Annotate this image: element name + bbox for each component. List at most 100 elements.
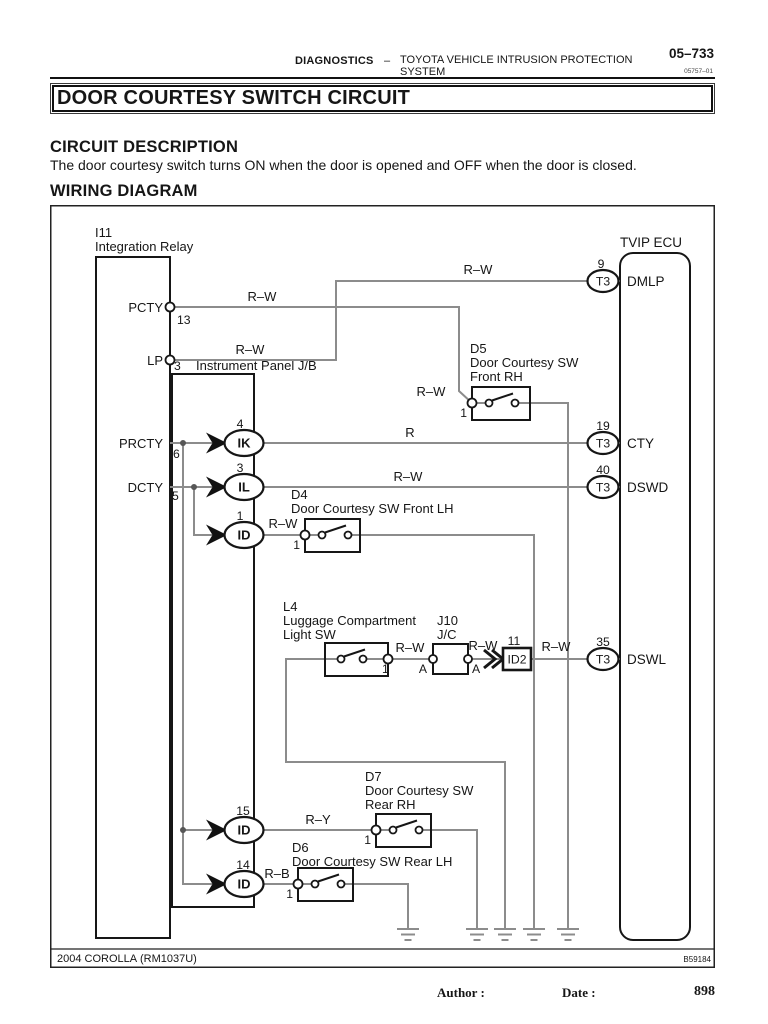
ik-oval bbox=[223, 428, 265, 458]
wire-label-rw: R–W bbox=[269, 516, 299, 531]
lp-pin: 3 bbox=[174, 359, 181, 373]
dcty-label: DCTY bbox=[128, 480, 164, 495]
wire-label-ry: R–Y bbox=[305, 812, 331, 827]
dmlp-pin: 9 bbox=[598, 257, 605, 271]
connector-id2: ID2 11 bbox=[483, 634, 533, 672]
j10-pin-a-right: A bbox=[472, 662, 481, 676]
ik-label: IK bbox=[238, 436, 252, 451]
id-label: ID bbox=[238, 877, 251, 892]
switch-blade bbox=[395, 819, 418, 829]
dswd-label: DSWD bbox=[627, 480, 668, 495]
author-label: Author : bbox=[437, 985, 485, 1000]
ecu-pin-dmlp: T3 9 DMLP bbox=[586, 257, 665, 294]
wire-labels: R–W R–W R–W R R–W R–W R–W R–W bbox=[236, 262, 572, 655]
jb-connector-id1: ID 1 bbox=[206, 509, 265, 550]
wire-label-rw: R–W bbox=[394, 469, 424, 484]
integration-relay: I11 Integration Relay bbox=[95, 225, 194, 939]
switch-blade bbox=[317, 873, 340, 883]
circuit-description-heading: CIRCUIT DESCRIPTION bbox=[50, 138, 239, 156]
t3-oval bbox=[586, 430, 620, 456]
id-oval bbox=[223, 869, 265, 899]
switch-contact bbox=[336, 879, 346, 889]
ik-pin: 4 bbox=[237, 417, 244, 431]
tvip-ecu-label: TVIP ECU bbox=[620, 235, 682, 250]
wire-label-rw: R–W bbox=[417, 384, 447, 399]
ground-icon bbox=[494, 928, 516, 941]
d4-pin: 1 bbox=[293, 538, 300, 552]
l4-pin: 1 bbox=[382, 662, 389, 676]
id-label: ID bbox=[238, 528, 251, 543]
dswl-label: DSWL bbox=[627, 652, 666, 667]
page-title-box: DOOR COURTESY SWITCH CIRCUIT bbox=[50, 83, 715, 114]
id14-pin: 14 bbox=[236, 858, 250, 872]
prcty-pin: 6 bbox=[173, 447, 180, 461]
id-oval bbox=[223, 520, 265, 550]
j10-box bbox=[432, 643, 469, 675]
junction-j10: J10 J/C A A bbox=[419, 613, 481, 676]
cty-label: CTY bbox=[627, 436, 654, 451]
wire-label-r: R bbox=[405, 425, 414, 440]
header-rule bbox=[50, 77, 715, 79]
t3-label: T3 bbox=[596, 437, 610, 451]
d6-pin-circle bbox=[292, 878, 304, 890]
header-system-line1: TOYOTA VEHICLE INTRUSION PROTECTION bbox=[400, 54, 633, 66]
j10-pin-left bbox=[428, 654, 438, 664]
il-pin: 3 bbox=[237, 461, 244, 475]
d5-pin: 1 bbox=[460, 406, 467, 420]
wire-label-rw: R–W bbox=[248, 289, 278, 304]
dmlp-label: DMLP bbox=[627, 274, 665, 289]
header-doc-code: 05757–01 bbox=[684, 68, 713, 75]
d7-name-2: Rear RH bbox=[365, 797, 416, 812]
id-oval bbox=[223, 815, 265, 845]
header-system-title: TOYOTA VEHICLE INTRUSION PROTECTION SYST… bbox=[400, 54, 633, 78]
wire-label-rb: R–B bbox=[264, 866, 289, 881]
relay-terminals: PCTY 13 LP 3 PRCTY 6 DCTY 5 bbox=[119, 300, 191, 503]
d5-pin-circle bbox=[466, 397, 478, 409]
il-oval bbox=[223, 472, 265, 502]
id1-pin: 1 bbox=[237, 509, 244, 523]
d6-id: D6 bbox=[292, 840, 309, 855]
junction-dot bbox=[191, 484, 197, 490]
switch-d6-rear-lh: D6 Door Courtesy SW Rear LH 1 R–B bbox=[264, 840, 452, 902]
header-page-code: 05–733 bbox=[668, 46, 714, 61]
switch-l4-luggage: L4 Luggage Compartment Light SW 1 bbox=[283, 599, 416, 677]
prcty-label: PRCTY bbox=[119, 436, 163, 451]
d7-pin-circle bbox=[370, 824, 382, 836]
d4-id: D4 bbox=[291, 487, 308, 502]
d6-pin: 1 bbox=[286, 887, 293, 901]
switch-contact bbox=[414, 825, 424, 835]
switch-blade bbox=[324, 524, 347, 534]
d7-name-1: Door Courtesy SW bbox=[365, 783, 474, 798]
jb-connector-id14: ID 14 bbox=[206, 858, 265, 899]
jb-connector-il: IL 3 bbox=[206, 461, 265, 502]
tvip-ecu-box bbox=[619, 252, 691, 941]
dswd-pin: 40 bbox=[596, 463, 610, 477]
d7-id: D7 bbox=[365, 769, 382, 784]
l4-name-2: Light SW bbox=[283, 627, 336, 642]
cty-pin: 19 bbox=[596, 419, 610, 433]
id-label: ID bbox=[238, 823, 251, 838]
chevron-icon bbox=[483, 648, 498, 670]
t3-label: T3 bbox=[596, 275, 610, 289]
switch-contact bbox=[388, 825, 398, 835]
switch-contact bbox=[310, 879, 320, 889]
dcty-pin: 5 bbox=[172, 489, 179, 503]
il-label: IL bbox=[238, 480, 250, 495]
wire-lp-to-dmlp bbox=[170, 280, 620, 361]
ecu-pin-dswl: T3 35 DSWL bbox=[586, 635, 666, 672]
j10-pin-a-left: A bbox=[419, 662, 428, 676]
jb-connector-ik: IK 4 bbox=[206, 417, 265, 458]
lp-terminal-circle bbox=[164, 354, 176, 366]
wire-branch-prcty bbox=[182, 443, 315, 885]
tvip-ecu: TVIP ECU bbox=[619, 235, 691, 941]
relay-name-label: Integration Relay bbox=[95, 239, 194, 254]
d6-name: Door Courtesy SW Rear LH bbox=[292, 854, 452, 869]
id2-box bbox=[501, 646, 533, 672]
wire-d7-to-ground bbox=[419, 829, 478, 929]
junction-dot bbox=[180, 827, 186, 833]
model-label: 2004 COROLLA bbox=[57, 953, 138, 965]
manual-code-label: (RM1037U) bbox=[140, 953, 197, 965]
arrow-icon bbox=[206, 476, 227, 498]
